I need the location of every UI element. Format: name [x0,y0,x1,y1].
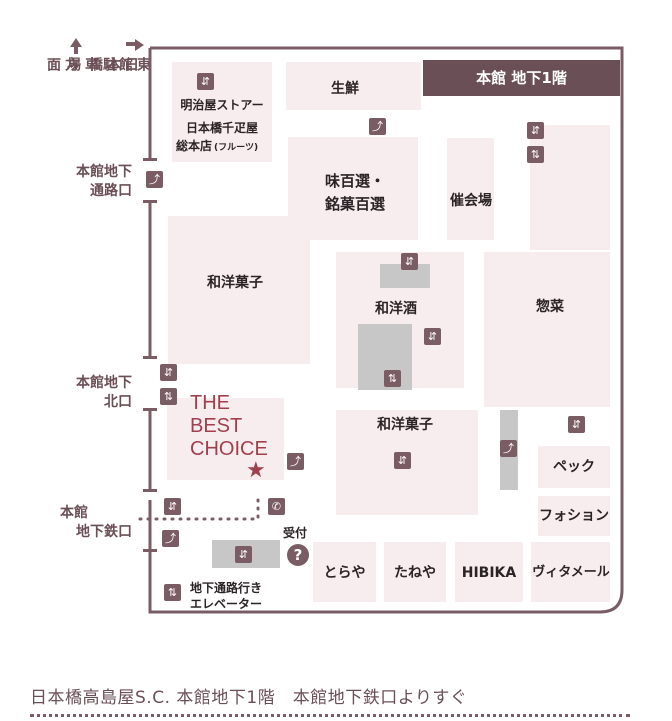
arrow-stem [126,42,136,46]
entrance-tick [143,356,157,359]
best-choice-logo: THE BEST CHOICE [190,392,268,460]
stairs-icon: ⇵ [394,452,411,469]
area-vitamer[interactable] [531,542,610,602]
label-sembikiya: 日本橋千疋屋 [185,121,258,135]
sembikiya-fruits: (フルーツ) [214,143,259,153]
arrow-stem [74,46,78,54]
entrance-tick [143,489,157,492]
area-taneya[interactable] [384,542,446,602]
elevator-icon: ⇅ [384,370,401,387]
label-sozai: 惣菜 [536,299,564,315]
stairs-icon: ⇵ [424,328,441,345]
area-wayo1[interactable] [168,216,310,364]
east-building-label: 東館 [117,57,151,71]
label-hibika: HIBIKA [461,565,517,581]
escalator-icon: ⤴ [500,440,517,457]
label-sembikiya-sub: 総本店(フルーツ) [176,137,258,154]
area-east[interactable] [530,125,610,250]
footer-dotted-rule [30,714,630,717]
elevator-icon: ⇅ [164,584,181,601]
area-best-choice[interactable] [167,398,284,480]
label-uketsuke: 受付 [282,526,307,540]
footer-caption: 日本橋高島屋S.C. 本館地下1階 本館地下鉄口よりすぐ [30,688,468,708]
honkan-chika-label: 本館地下 [76,164,132,180]
parking-label: 駐車場 [65,57,117,71]
area-meijiya[interactable] [172,62,272,162]
escalator-icon: ⤴ [146,171,163,188]
star-icon: ★ [246,458,266,483]
area-toraya[interactable] [313,542,376,602]
entrance-tick [143,549,157,552]
elevator-icon: ⇅ [160,388,177,405]
entrance-tick [143,158,157,161]
label-ajihyaku: 味百選・ [324,172,385,190]
label-meijiya: 明治屋ストアー [180,98,264,112]
entrance-tick [143,200,157,203]
stairs-icon: ⇵ [160,364,177,381]
floor-banner: 本館 地下1階 [423,60,620,96]
elevator-icon: ⇅ [527,146,544,163]
label-toraya: とらや [323,565,366,581]
area-sozai[interactable] [484,252,610,407]
area-saikai[interactable] [447,138,494,240]
label-taneya: たねや [394,565,436,581]
stairs-icon: ⇵ [235,546,252,563]
stairs-icon: ⇵ [197,73,214,90]
stairs-icon: ⇵ [568,416,585,433]
side-kita: 本館地下 北口 [40,374,132,412]
label-seisen: 生鮮 [331,81,359,97]
elevator-note-2: エレベーター [190,597,263,611]
sembikiya-honten: 総本店 [176,139,213,153]
honkan-label: 本館 [60,505,88,521]
label-saikai: 催会場 [450,193,492,209]
label-wayo2: 和洋菓子 [377,417,433,433]
label-elevator-note: 地下通路行き エレベーター [190,580,262,612]
label-meika: 銘菓百選 [324,195,385,213]
escalator-icon: ⤴ [162,530,179,547]
escalator-icon: ⤴ [287,453,304,470]
kita-label: 北口 [104,394,132,410]
houmen-label: 方面 [45,57,79,71]
tsuro-label: 通路口 [90,183,132,199]
stairs-icon: ⇵ [527,122,544,139]
label-pekku: ペック [553,459,595,475]
stairs-icon: ⇵ [164,498,181,515]
chikatetsu-label: 地下鉄口 [76,524,132,540]
nihonbashi-label: 日本橋 [87,57,139,71]
elevator-note-1: 地下通路行き [190,581,263,595]
label-fauchon: フォション [539,508,609,524]
area-hibika[interactable] [455,542,523,602]
area-fauchon[interactable] [538,496,610,536]
side-chikatetsu: 本館 地下鉄口 [40,504,132,542]
area-seisen[interactable] [286,62,421,110]
side-honkan-chika-tsuro: 本館地下 通路口 [40,163,132,201]
escalator-icon: ⤴ [369,118,386,135]
area-pekku[interactable] [538,446,610,488]
entrance-tick [143,408,157,411]
label-vitamer: ヴィタメール [532,565,610,580]
phone-icon: ✆ [268,498,285,515]
label-wayoshu: 和洋酒 [375,301,417,317]
stairs-icon: ⇵ [401,253,418,270]
label-wayo1: 和洋菓子 [207,275,263,291]
arrow-up-icon [70,38,82,47]
info-icon[interactable]: ? [287,544,309,566]
arrow-right-icon [135,39,144,51]
honkan-chika-label-2: 本館地下 [76,375,132,391]
